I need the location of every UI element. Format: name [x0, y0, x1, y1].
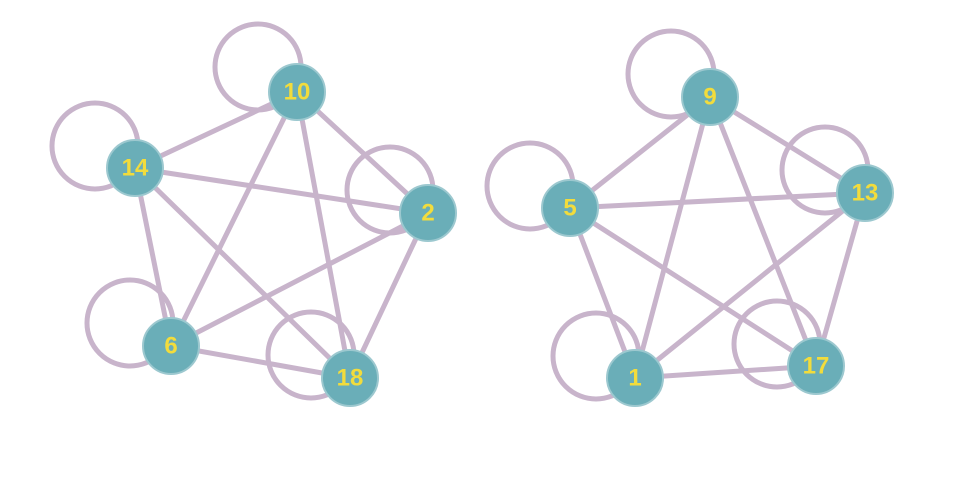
edge-9-1 — [632, 94, 713, 381]
edge-13-17 — [813, 190, 868, 369]
node-circle — [142, 317, 200, 375]
edge-layer — [132, 89, 868, 381]
node-circle — [541, 179, 599, 237]
edge-1-17 — [632, 363, 819, 381]
node-label: 13 — [852, 179, 879, 206]
node-14: 14 — [106, 139, 164, 197]
edge-10-14 — [132, 89, 300, 171]
edge-9-17 — [707, 94, 819, 369]
node-18: 18 — [321, 349, 379, 407]
node-5: 5 — [541, 179, 599, 237]
node-label: 17 — [803, 352, 830, 379]
node-layer: 10 14 2 6 18 9 5 13 1 17 — [106, 63, 894, 407]
node-circle — [681, 68, 739, 126]
node-9: 9 — [681, 68, 739, 126]
edge-5-1 — [567, 205, 638, 381]
edge-2-18 — [347, 210, 431, 381]
edge-14-6 — [132, 165, 174, 349]
edge-10-6 — [168, 89, 300, 349]
node-circle — [787, 337, 845, 395]
edge-14-2 — [132, 165, 431, 216]
edge-5-13 — [567, 190, 868, 211]
edge-6-18 — [168, 343, 353, 381]
node-circle — [399, 184, 457, 242]
node-6: 6 — [142, 317, 200, 375]
node-label: 1 — [628, 364, 641, 391]
edge-5-17 — [567, 205, 819, 369]
node-10: 10 — [268, 63, 326, 121]
node-17: 17 — [787, 337, 845, 395]
edge-9-5 — [567, 94, 713, 211]
node-1: 1 — [606, 349, 664, 407]
edge-9-13 — [707, 94, 868, 196]
node-circle — [321, 349, 379, 407]
node-label: 18 — [337, 364, 364, 391]
node-label: 10 — [284, 78, 311, 105]
node-2: 2 — [399, 184, 457, 242]
node-label: 5 — [563, 194, 576, 221]
node-label: 9 — [703, 83, 716, 110]
edge-10-2 — [294, 89, 431, 216]
edge-13-1 — [632, 190, 868, 381]
node-label: 14 — [122, 154, 149, 181]
node-13: 13 — [836, 164, 894, 222]
node-label: 2 — [421, 199, 434, 226]
edge-14-18 — [132, 165, 353, 381]
node-circle — [106, 139, 164, 197]
edge-2-6 — [168, 210, 431, 349]
node-circle — [606, 349, 664, 407]
node-circle — [836, 164, 894, 222]
edge-10-18 — [294, 89, 353, 381]
node-label: 6 — [164, 332, 177, 359]
node-circle — [268, 63, 326, 121]
